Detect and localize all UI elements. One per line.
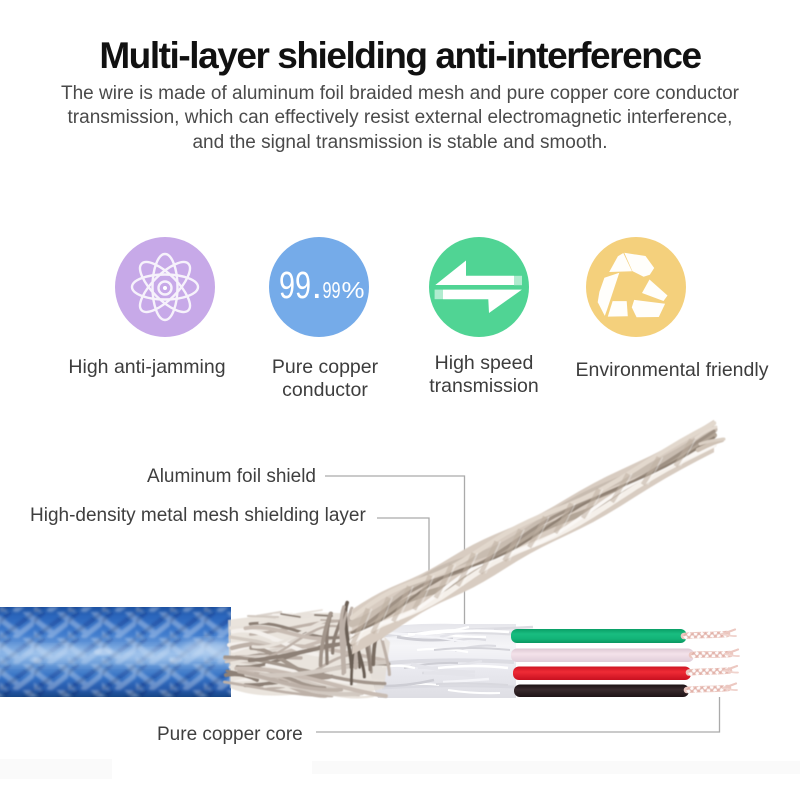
svg-text:99: 99 xyxy=(279,265,311,307)
svg-text:.: . xyxy=(312,265,323,307)
svg-text:99: 99 xyxy=(323,277,341,303)
svg-text:%: % xyxy=(342,277,365,303)
